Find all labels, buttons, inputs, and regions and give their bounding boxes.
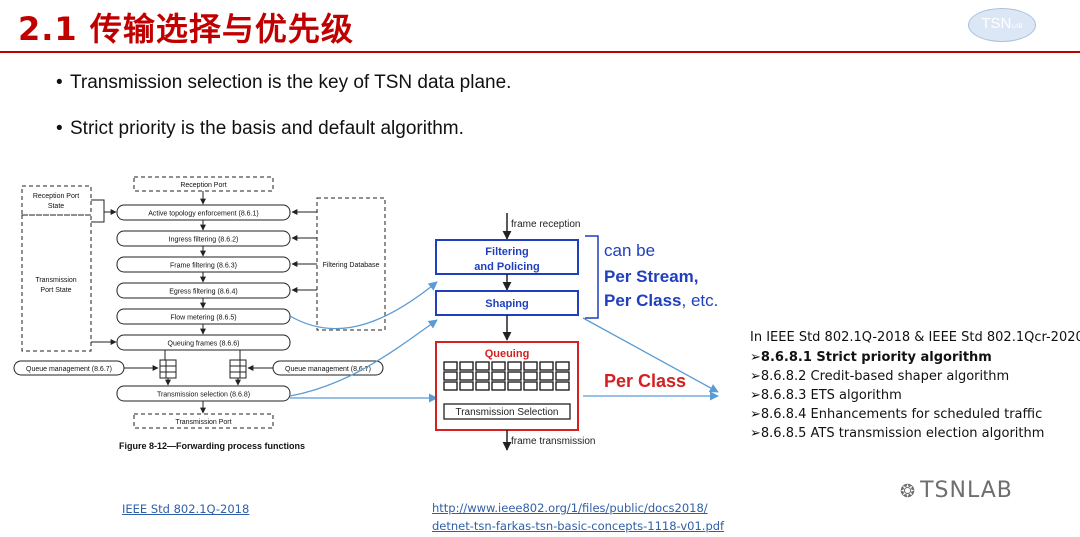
shaping-box — [435, 290, 579, 316]
queuing-label: Queuing — [485, 348, 530, 360]
reference-url-link[interactable]: http://www.ieee802.org/1/files/public/do… — [432, 501, 708, 515]
tsnlab-logo: TSNLAB — [968, 8, 1036, 42]
per-stream-text: Per Stream, — [604, 267, 699, 286]
queue-slot — [443, 381, 458, 391]
bullet-item: •Strict priority is the basis and defaul… — [56, 118, 464, 139]
filtering-policing-label: and Policing — [474, 261, 539, 273]
can-be-text: can be — [604, 241, 655, 260]
queue-slot — [459, 371, 474, 381]
filtering-database-label: Filtering Database — [323, 262, 380, 269]
queue-slot — [459, 361, 474, 371]
queue-slot — [459, 381, 474, 391]
transmission-selection-inner-box — [443, 403, 571, 420]
reception-port-state-label: Reception Port — [33, 193, 79, 200]
transmission-selection-label: Transmission selection (8.6.8) — [157, 392, 250, 399]
reception-port-state-box — [21, 185, 92, 216]
right-queue-icon — [229, 359, 247, 379]
transmission-port-state-box — [21, 214, 92, 352]
queue-slot — [475, 361, 490, 371]
transmission-port-label: Transmission Port — [175, 419, 231, 426]
reception-port-label: Reception Port — [180, 182, 226, 189]
queue-management-left-label: Queue management (8.6.7) — [26, 366, 112, 373]
bullet-text: Strict priority is the basis and default… — [70, 118, 464, 139]
left-queue-icon — [159, 359, 177, 379]
per-class-text: Per Class — [604, 291, 682, 310]
svg-text:Per Class, etc.: Per Class, etc. — [604, 291, 718, 310]
transmission-selection-inner-label: Transmission Selection — [455, 407, 558, 418]
logo-sub-text: LAB — [1011, 24, 1023, 30]
ingress-filtering-label: Ingress filtering (8.6.2) — [169, 237, 239, 244]
queuing-frames-box — [116, 334, 291, 351]
standards-item: ➢8.6.8.3 ETS algorithm — [750, 388, 902, 403]
queue-slot — [523, 371, 538, 381]
filtering-database-box — [316, 197, 386, 331]
standards-item: ➢8.6.8.4 Enhancements for scheduled traf… — [750, 407, 1043, 422]
queue-slot — [443, 371, 458, 381]
queue-management-right-label: Queue management (8.6.7) — [285, 366, 371, 373]
figure-caption: Figure 8-12—Forwarding process functions — [119, 441, 305, 451]
queue-slot — [539, 371, 554, 381]
bullet-item: •Transmission selection is the key of TS… — [56, 72, 512, 93]
bullet-text: Transmission selection is the key of TSN… — [70, 72, 512, 93]
filtering-policing-box — [435, 239, 579, 275]
queue-slot — [507, 361, 522, 371]
watermark: ❂TSNLAB — [900, 478, 1013, 503]
queue-slot — [475, 371, 490, 381]
queue-slot — [555, 371, 570, 381]
watermark-text: TSNLAB — [920, 478, 1013, 503]
shaping-label: Shaping — [485, 298, 528, 310]
queue-slot — [443, 361, 458, 371]
logo-main-text: TSN — [981, 15, 1012, 32]
queue-slot — [539, 361, 554, 371]
queue-slot — [475, 381, 490, 391]
ieee-std-link[interactable]: IEEE Std 802.1Q-2018 — [122, 502, 250, 516]
reception-port-state-label: State — [48, 203, 64, 210]
title-divider — [0, 51, 1080, 53]
frame-reception-label: frame reception — [511, 219, 580, 230]
queue-slot — [555, 361, 570, 371]
connector-arrows — [289, 281, 719, 403]
queue-slot — [523, 361, 538, 371]
queue-slot — [491, 381, 506, 391]
transmission-port-state-label: Port State — [40, 287, 71, 294]
egress-filtering-label: Egress filtering (8.6.4) — [169, 289, 237, 296]
frame-filtering-label: Frame filtering (8.6.3) — [170, 263, 237, 270]
flow-metering-label: Flow metering (8.6.5) — [170, 315, 236, 322]
etc-text: , etc. — [682, 291, 719, 310]
transmission-port-state-label: Transmission — [35, 277, 76, 284]
queue-slot — [507, 381, 522, 391]
standards-item: ➢8.6.8.1 Strict priority algorithm — [750, 350, 992, 365]
queue-slot — [507, 371, 522, 381]
queue-slot — [523, 381, 538, 391]
standards-item: ➢8.6.8.5 ATS transmission election algor… — [750, 426, 1045, 441]
slide-title: 2.1 传输选择与优先级 — [18, 10, 354, 48]
bracket — [585, 235, 599, 319]
queue-slot — [539, 381, 554, 391]
forwarding-process-figure: Reception Port Reception Port State Tran… — [13, 176, 386, 451]
queue-slot — [491, 371, 506, 381]
frame-transmission-label: frame transmission — [511, 436, 595, 447]
reference-url-link[interactable]: detnet-tsn-farkas-tsn-basic-concepts-111… — [432, 519, 725, 533]
tsn-data-plane-figure: frame reception Filtering and Policing S… — [435, 213, 718, 451]
wechat-icon: ❂ — [900, 481, 917, 502]
active-topology-label: Active topology enforcement (8.6.1) — [148, 211, 259, 218]
queue-slot — [555, 381, 570, 391]
queue-grid — [443, 361, 570, 391]
standards-list: In IEEE Std 802.1Q-2018 & IEEE Std 802.1… — [750, 328, 1080, 443]
queue-slot — [491, 361, 506, 371]
queuing-frames-label: Queuing frames (8.6.6) — [168, 341, 240, 348]
standards-heading: In IEEE Std 802.1Q-2018 & IEEE Std 802.1… — [750, 330, 1080, 345]
per-class-red-text: Per Class — [604, 371, 686, 391]
filtering-policing-label: Filtering — [485, 246, 528, 258]
standards-item: ➢8.6.8.2 Credit-based shaper algorithm — [750, 369, 1010, 384]
